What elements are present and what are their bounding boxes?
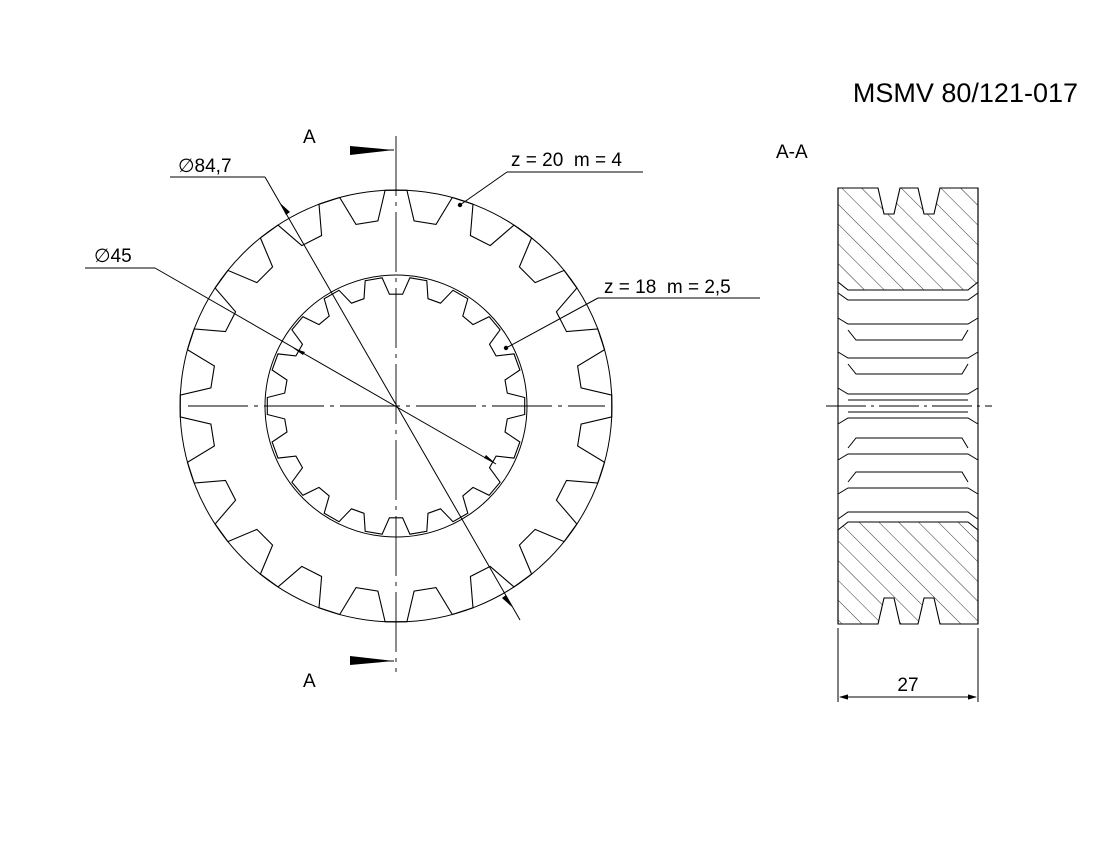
- inner-teeth-note: z = 18 m = 2,5: [604, 277, 731, 298]
- outer-gear-teeth: [179, 189, 613, 623]
- inner-diameter-label: ∅45: [94, 246, 132, 267]
- lower-hatched-body: [837, 521, 979, 625]
- inner-diameter-dimension: [85, 267, 497, 465]
- drawing-number: MSMV 80/121-017: [853, 78, 1078, 108]
- width-dimension-label: 27: [897, 675, 918, 696]
- outer-diameter-label: ∅84,7: [178, 156, 232, 177]
- outer-teeth-note: z = 20 m = 4: [511, 150, 622, 171]
- inner-spline-teeth: [266, 277, 526, 535]
- outer-teeth-leader: [457, 171, 643, 208]
- spline-bore-profile: [837, 292, 979, 520]
- width-dimension: [837, 628, 979, 702]
- section-view: A-A: [776, 142, 992, 702]
- section-mark-bottom: A: [303, 671, 316, 692]
- front-view: A A ∅84,7 ∅45 z = 20 m = 4: [85, 127, 760, 692]
- section-arrow-top: [350, 146, 394, 155]
- section-mark-top: A: [303, 127, 316, 148]
- inner-teeth-leader: [503, 297, 760, 351]
- section-title: A-A: [776, 142, 808, 163]
- upper-hatched-body: [837, 187, 979, 291]
- outer-diameter-dimension: [170, 176, 521, 621]
- section-arrow-bottom: [350, 656, 394, 665]
